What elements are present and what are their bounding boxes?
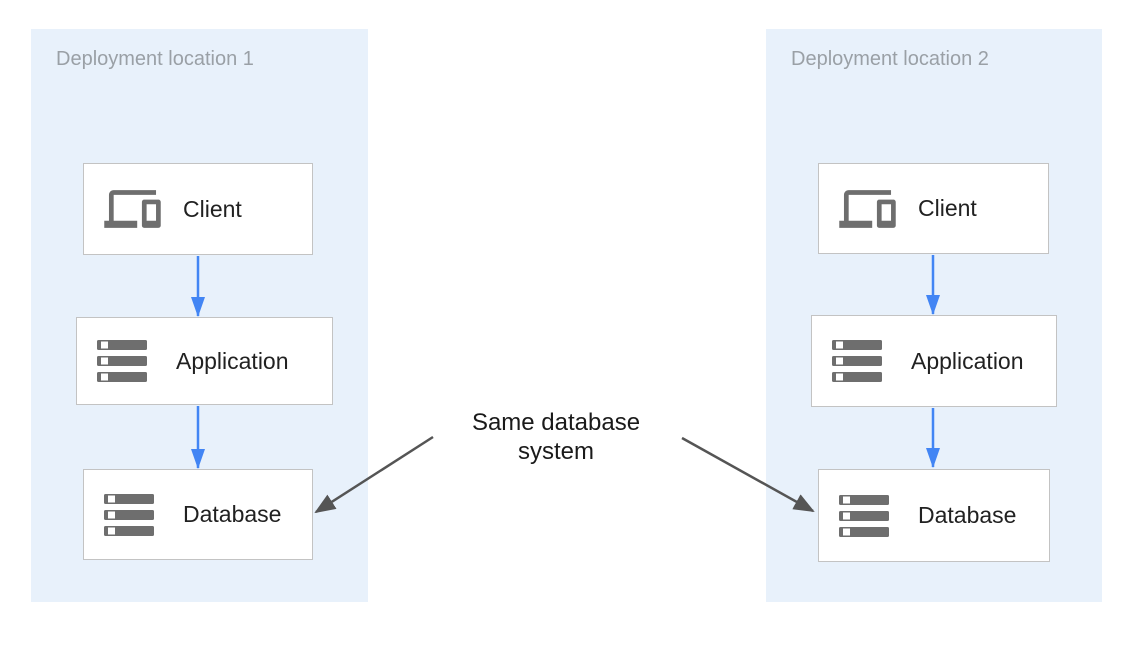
node-database-1: Database bbox=[83, 469, 313, 560]
node-label: Application bbox=[911, 347, 1024, 374]
panel-title: Deployment location 2 bbox=[791, 48, 989, 70]
node-application-2: Application bbox=[811, 315, 1057, 407]
node-application-1: Application bbox=[76, 317, 333, 405]
node-label: Client bbox=[183, 195, 242, 222]
node-label: Database bbox=[183, 501, 282, 527]
server-stack-icon bbox=[839, 494, 896, 537]
node-label: Client bbox=[918, 195, 977, 221]
same-database-system-label: Same database system bbox=[471, 409, 641, 465]
node-label: Application bbox=[176, 347, 289, 374]
devices-icon bbox=[104, 189, 161, 229]
devices-icon bbox=[839, 189, 896, 229]
server-stack-icon bbox=[104, 493, 161, 536]
server-stack-icon bbox=[97, 340, 154, 382]
node-database-2: Database bbox=[818, 469, 1050, 562]
server-stack-icon bbox=[832, 340, 889, 382]
node-label: Database bbox=[918, 502, 1017, 528]
panel-title: Deployment location 1 bbox=[56, 48, 254, 70]
node-client-2: Client bbox=[818, 163, 1049, 254]
node-client-1: Client bbox=[83, 163, 313, 255]
